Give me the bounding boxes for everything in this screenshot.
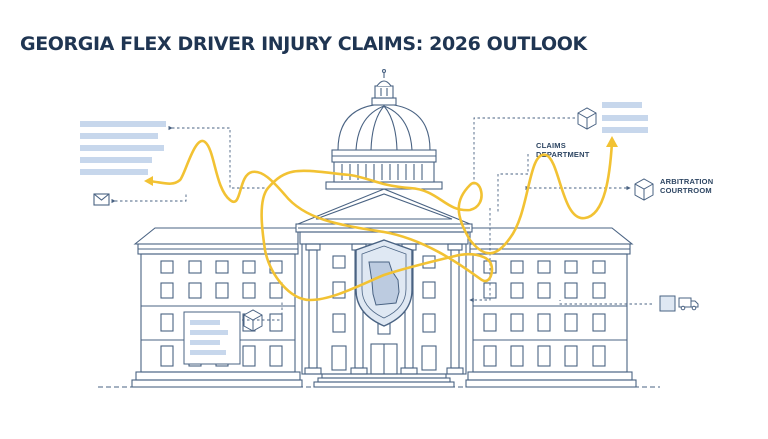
delivery-box-icon xyxy=(659,295,676,312)
package-icon-right-top xyxy=(577,107,597,130)
front-steps xyxy=(313,373,455,388)
path-arrowhead-left xyxy=(144,176,153,186)
path-arrowhead-up xyxy=(606,136,618,147)
georgia-shield-icon xyxy=(355,239,413,327)
document-lines-icon-right xyxy=(602,102,648,133)
document-lines-icon xyxy=(80,121,166,175)
package-icon xyxy=(243,309,263,332)
package-icon-right-mid xyxy=(634,178,654,201)
mail-icon xyxy=(93,193,110,206)
central-windows xyxy=(331,255,437,375)
page-title: GEORGIA FLEX DRIVER INJURY CLAIMS: 2026 … xyxy=(20,33,587,55)
arbitration-label-line1: ARBITRATION xyxy=(660,177,713,186)
dashed-connectors xyxy=(111,117,652,321)
right-wing xyxy=(465,227,637,388)
dome xyxy=(325,68,443,190)
right-wing-windows xyxy=(483,260,606,367)
capitol-building xyxy=(98,68,660,388)
claim-journey-path xyxy=(144,136,618,302)
claims-label-line1: CLAIMS xyxy=(536,141,566,150)
delivery-van-icon xyxy=(678,297,699,311)
claims-label-line2: DEPARTMENT xyxy=(536,150,590,159)
arbitration-label-line2: COURTROOM xyxy=(660,186,712,195)
info-card xyxy=(183,311,241,365)
